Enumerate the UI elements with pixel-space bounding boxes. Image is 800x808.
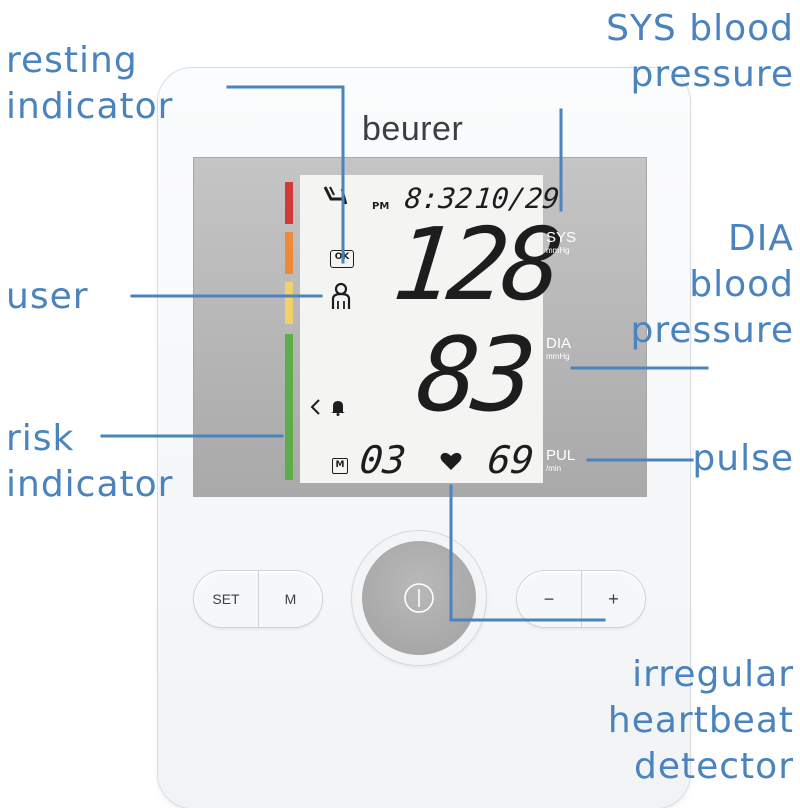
label-irregular-heartbeat-detector: irregular heartbeat detector xyxy=(607,654,794,787)
label-user: user xyxy=(6,276,89,317)
dia-unit-label: DIA mmHg xyxy=(546,335,572,362)
button-divider xyxy=(258,571,259,627)
heart-icon xyxy=(440,452,462,470)
resting-icon xyxy=(323,186,348,205)
label-risk-indicator: risk indicator xyxy=(6,418,174,505)
minus-plus-button-group: − + xyxy=(517,571,645,627)
power-icon xyxy=(404,583,434,613)
set-button[interactable]: SET xyxy=(212,591,240,607)
chevron-left-icon xyxy=(310,399,320,415)
user-icon xyxy=(331,282,351,309)
risk-segment-red xyxy=(285,182,293,224)
set-memory-button-group: SET M xyxy=(194,571,322,627)
bell-icon xyxy=(331,401,345,416)
time-period: PM xyxy=(372,201,390,212)
plus-button[interactable]: + xyxy=(608,588,619,609)
label-pulse: pulse xyxy=(692,438,794,479)
minus-button[interactable]: − xyxy=(543,588,555,609)
pul-unit-label: PUL /min xyxy=(546,447,576,474)
pulse-value: 69 xyxy=(485,438,537,482)
cuff-ok-indicator: OK xyxy=(330,250,354,268)
label-sys-blood-pressure: SYS blood pressure xyxy=(606,8,794,95)
systolic-value: 128 xyxy=(387,206,563,323)
risk-segment-yellow xyxy=(285,282,293,324)
sys-unit-label: SYS mmHg xyxy=(546,229,577,256)
memory-button[interactable]: M xyxy=(284,591,297,607)
risk-segment-green xyxy=(285,334,293,480)
memory-number: 03 xyxy=(357,438,409,482)
diastolic-value: 83 xyxy=(411,316,536,435)
memory-indicator: M xyxy=(332,458,348,474)
risk-segment-orange xyxy=(285,232,293,274)
label-resting-indicator: resting indicator xyxy=(6,40,174,127)
label-dia-blood-pressure: DIA blood pressure xyxy=(630,218,794,351)
brand-logo: beurer xyxy=(362,110,464,148)
